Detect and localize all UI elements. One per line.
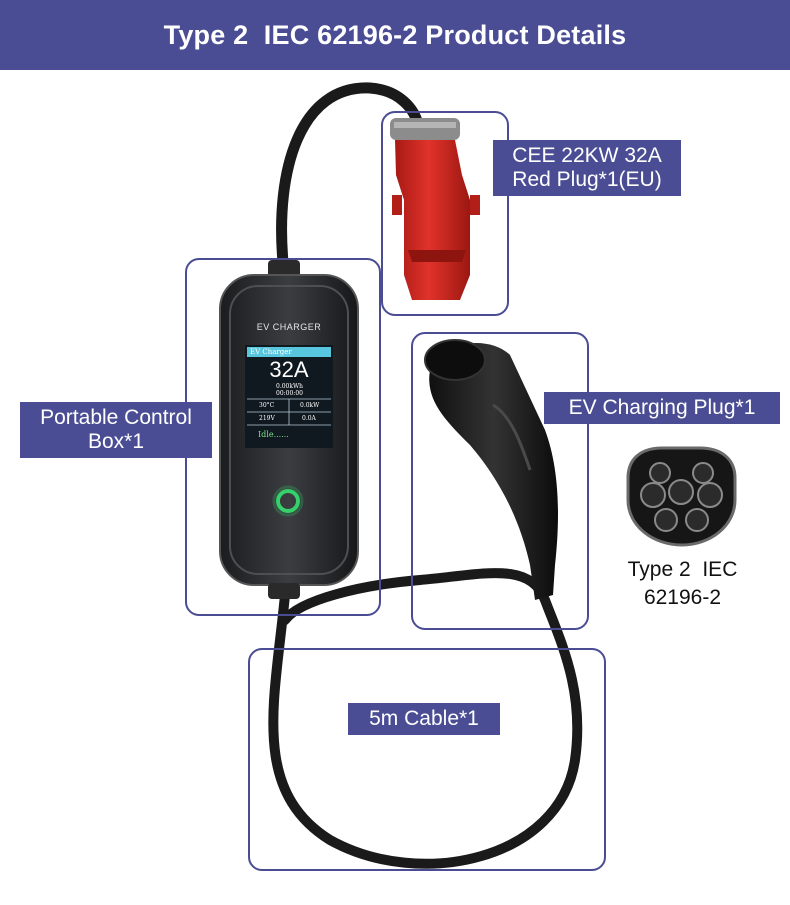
screen-current: 32A [269,357,309,382]
red-plug-label-line2: Red Plug*1(EU) [512,168,662,191]
cable-label: 5m Cable*1 [348,703,500,735]
control-box-label: Portable Control Box*1 [20,402,212,458]
screen-energy: 0.00kWh [276,383,304,390]
screen-amps: 0.0A [302,415,316,422]
red-plug-label: CEE 22KW 32A Red Plug*1(EU) [493,140,681,196]
control-box-brand: EV CHARGER [256,322,322,332]
screen-time: 00:00:00 [276,390,303,397]
ev-plug-frame [411,332,589,630]
cable-frame [248,648,606,871]
type2-socket-diagram [626,446,737,547]
ev-charging-plug [424,339,558,600]
red-plug-frame [381,111,509,316]
control-box-label-line1: Portable Control [40,406,192,429]
control-box-frame [185,258,381,616]
red-plug-label-line1: CEE 22KW 32A [512,144,662,167]
ev-plug-label-text: EV Charging Plug*1 [568,396,756,419]
screen-status: Idle...... [258,430,289,439]
ev-plug-label: EV Charging Plug*1 [544,392,780,424]
screen-header: EV Charger [250,348,292,356]
control-box [219,260,359,599]
screen-power: 0.0kW [300,402,320,409]
screen-voltage: 219V [259,415,275,422]
control-box-label-line2: Box*1 [87,430,145,453]
red-cee-plug [390,118,480,300]
type2-caption-line2: 62196-2 [643,586,722,609]
screen-temp: 30°C [259,402,275,409]
type2-caption-line1: Type 2 IEC [627,558,738,581]
page-title: Type 2 IEC 62196-2 Product Details [163,19,627,50]
header-banner: Type 2 IEC 62196-2 Product Details [0,0,790,70]
type2-caption: Type 2 IEC 62196-2 [610,556,755,612]
power-cable-upper [276,82,424,268]
cable-label-text: 5m Cable*1 [369,707,479,730]
charging-cable-loop [268,568,583,869]
